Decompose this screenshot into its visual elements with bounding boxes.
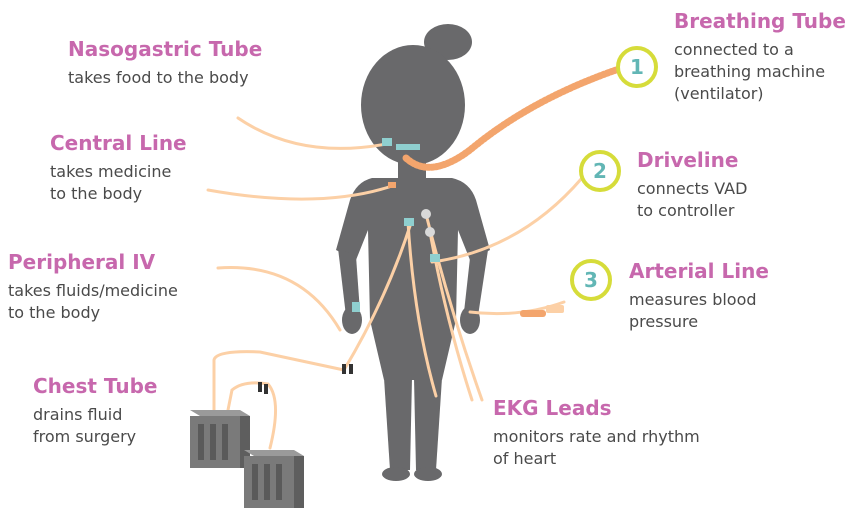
label-peripheral-iv: Peripheral IV takes fluids/medicine to t…	[8, 250, 178, 324]
label-description: takes medicine to the body	[50, 162, 172, 203]
label-title: Peripheral IV	[8, 250, 156, 274]
badge-3-icon: 3	[570, 259, 612, 301]
arterial-line-tube	[468, 300, 566, 316]
label-central-line: Central Line takes medicine to the body	[50, 131, 187, 205]
breathing-tube	[402, 66, 620, 171]
label-title: Arterial Line	[629, 259, 769, 283]
label-driveline: Driveline connects VAD to controller	[637, 148, 747, 222]
nasogastric-tube	[236, 116, 388, 150]
connectors	[258, 138, 564, 394]
label-chest-tube: Chest Tube drains fluid from surgery	[33, 374, 157, 448]
label-title: Driveline	[637, 148, 739, 172]
label-description: connected to a breathing machine (ventil…	[674, 40, 826, 103]
ekg-pad-icon	[421, 209, 431, 219]
chest-tube-drainage-boxes	[190, 410, 304, 508]
badge-2-icon: 2	[579, 150, 621, 192]
label-nasogastric-tube: Nasogastric Tube takes food to the body	[68, 37, 262, 89]
label-description: takes fluids/medicine to the body	[8, 281, 178, 322]
label-description: takes food to the body	[68, 68, 249, 87]
badge-1-icon: 1	[616, 46, 658, 88]
label-title: Breathing Tube	[674, 9, 846, 33]
chest-tube-line	[212, 224, 412, 414]
driveline-tube	[430, 176, 584, 264]
central-line-tube	[206, 184, 394, 201]
tubes	[206, 116, 584, 450]
label-description: drains fluid from surgery	[33, 405, 137, 446]
label-description: connects VAD to controller	[637, 179, 748, 220]
peripheral-iv-tube	[216, 266, 342, 332]
label-arterial-line: Arterial Line measures blood pressure	[629, 259, 769, 333]
ekg-lead-3	[406, 220, 438, 398]
label-title: Central Line	[50, 131, 187, 155]
label-title: Chest Tube	[33, 374, 158, 398]
label-description: measures blood pressure	[629, 290, 757, 331]
label-description: monitors rate and rhythm of heart	[493, 427, 700, 468]
ekg-lead-2	[428, 230, 474, 402]
label-title: EKG Leads	[493, 396, 612, 420]
label-title: Nasogastric Tube	[68, 37, 263, 61]
ekg-pad-icon	[425, 227, 435, 237]
label-ekg-leads: EKG Leads monitors rate and rhythm of he…	[493, 396, 700, 470]
label-breathing-tube: Breathing Tube connected to a breathing …	[674, 9, 846, 105]
